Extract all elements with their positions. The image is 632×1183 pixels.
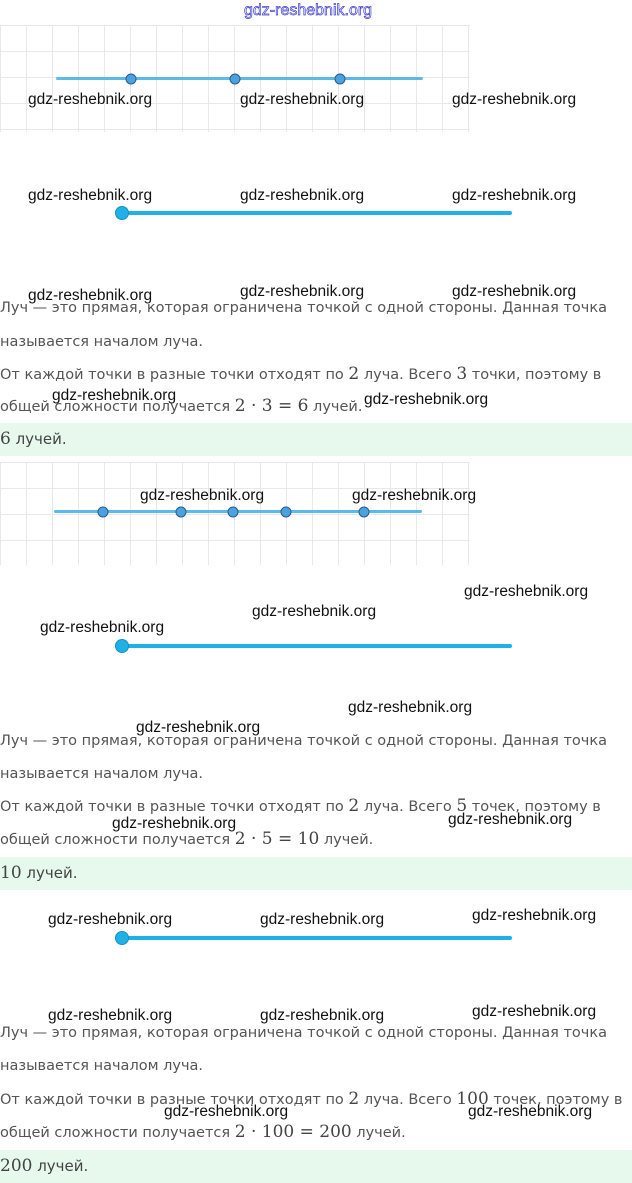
watermark: gdz-reshebnik.org bbox=[28, 287, 153, 304]
watermark: gdz-reshebnik.org bbox=[140, 487, 265, 504]
watermark: gdz-reshebnik.org bbox=[240, 187, 365, 204]
watermark: gdz-reshebnik.org bbox=[464, 583, 589, 600]
explanation-line-2: общей сложности получается 2 · 5 = 10 лу… bbox=[0, 829, 374, 849]
ray-start-point bbox=[115, 206, 129, 220]
point bbox=[97, 506, 109, 518]
point bbox=[229, 73, 241, 85]
answer-box: 10 лучей. bbox=[0, 857, 632, 890]
ray-figure-1 bbox=[120, 211, 512, 215]
watermark: gdz-reshebnik.org bbox=[28, 187, 153, 204]
answer-box: 6 лучей. bbox=[0, 423, 632, 456]
watermark-logo: gdz-reshebnik.org bbox=[244, 2, 373, 20]
watermark: gdz-reshebnik.org bbox=[452, 283, 577, 300]
watermark: gdz-reshebnik.org bbox=[472, 1003, 597, 1020]
watermark: gdz-reshebnik.org bbox=[448, 811, 573, 828]
watermark: gdz-reshebnik.org bbox=[364, 391, 489, 408]
watermark: gdz-reshebnik.org bbox=[348, 699, 473, 716]
watermark: gdz-reshebnik.org bbox=[40, 619, 165, 636]
watermark: gdz-reshebnik.org bbox=[48, 1007, 173, 1024]
watermark: gdz-reshebnik.org bbox=[452, 91, 577, 108]
point bbox=[175, 506, 187, 518]
definition-line-1: Луч — это прямая, которая ограничена точ… bbox=[0, 1025, 607, 1041]
watermark: gdz-reshebnik.org bbox=[260, 1007, 385, 1024]
watermark: gdz-reshebnik.org bbox=[28, 91, 153, 108]
definition-line-2: называется началом луча. bbox=[0, 334, 204, 350]
point bbox=[125, 73, 137, 85]
explanation-line-1: От каждой точки в разные точки отходят п… bbox=[0, 796, 601, 816]
definition-line-2: называется началом луча. bbox=[0, 766, 204, 782]
ray-figure-3 bbox=[120, 936, 512, 940]
watermark: gdz-reshebnik.org bbox=[252, 603, 377, 620]
explanation-line-2: общей сложности получается 2 · 100 = 200… bbox=[0, 1122, 406, 1142]
point bbox=[227, 506, 239, 518]
watermark: gdz-reshebnik.org bbox=[48, 911, 173, 928]
watermark: gdz-reshebnik.org bbox=[452, 187, 577, 204]
watermark: gdz-reshebnik.org bbox=[472, 907, 597, 924]
point bbox=[334, 73, 346, 85]
watermark: gdz-reshebnik.org bbox=[136, 719, 261, 736]
point bbox=[358, 506, 370, 518]
point bbox=[280, 506, 292, 518]
watermark: gdz-reshebnik.org bbox=[352, 487, 477, 504]
explanation-line-1: От каждой точки в разные точки отходят п… bbox=[0, 1089, 623, 1109]
answer-box: 200 лучей. bbox=[0, 1150, 632, 1183]
explanation-line-2: общей сложности получается 2 · 3 = 6 луч… bbox=[0, 396, 363, 416]
watermark: gdz-reshebnik.org bbox=[164, 1103, 289, 1120]
watermark: gdz-reshebnik.org bbox=[468, 1103, 593, 1120]
watermark: gdz-reshebnik.org bbox=[112, 815, 237, 832]
ray-start-point bbox=[115, 639, 129, 653]
watermark: gdz-reshebnik.org bbox=[52, 387, 177, 404]
ray-start-point bbox=[115, 931, 129, 945]
ray-figure-2 bbox=[120, 644, 512, 648]
watermark: gdz-reshebnik.org bbox=[240, 283, 365, 300]
definition-line-1: Луч — это прямая, которая ограничена точ… bbox=[0, 733, 607, 749]
definition-line-2: называется началом луча. bbox=[0, 1058, 204, 1074]
watermark: gdz-reshebnik.org bbox=[240, 91, 365, 108]
explanation-line-1: От каждой точки в разные точки отходят п… bbox=[0, 364, 602, 384]
definition-line-1: Луч — это прямая, которая ограничена точ… bbox=[0, 300, 607, 316]
watermark: gdz-reshebnik.org bbox=[260, 911, 385, 928]
